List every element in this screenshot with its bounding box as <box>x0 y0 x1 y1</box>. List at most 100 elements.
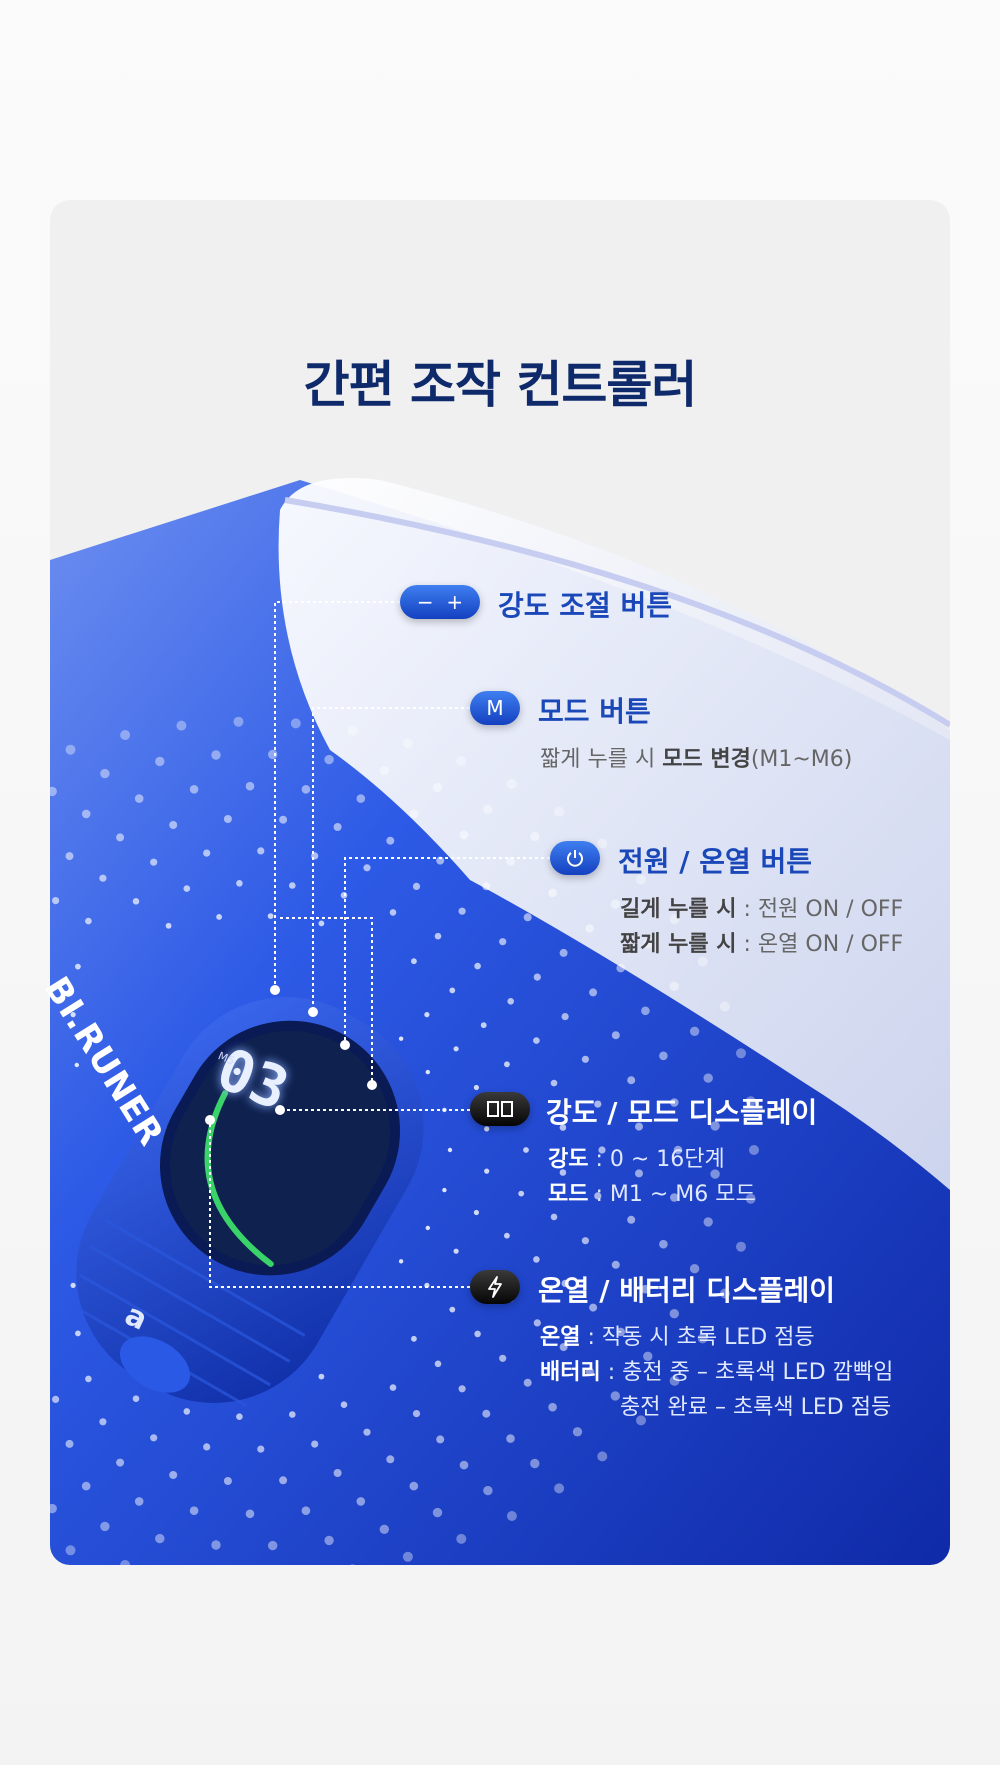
dot <box>530 1458 540 1469</box>
dot <box>635 1122 643 1131</box>
dot <box>363 1428 371 1436</box>
dot <box>268 749 278 760</box>
dot <box>703 1217 713 1227</box>
mode-button-heading: 모드 버튼 <box>538 695 651 728</box>
dot <box>533 1256 540 1263</box>
dot <box>150 858 158 866</box>
dot <box>289 1411 296 1418</box>
dot <box>318 1373 325 1380</box>
battery-desc-charging: 배터리 : 충전 중 – 초록색 LED 깜빡임 <box>540 1360 894 1385</box>
dot <box>616 963 625 973</box>
dot <box>719 1288 730 1299</box>
dot <box>458 1385 466 1393</box>
dot <box>176 720 187 731</box>
dot <box>453 1248 459 1254</box>
heat-desc: 온열 : 작동 시 초록 LED 점등 <box>540 1325 815 1350</box>
dot <box>70 1282 76 1288</box>
dot <box>559 1343 568 1352</box>
dot <box>483 1485 493 1496</box>
dot <box>533 973 541 981</box>
dot <box>449 987 456 994</box>
dot <box>482 882 491 891</box>
dot <box>189 1506 199 1515</box>
dot <box>436 856 445 865</box>
dot <box>745 1193 756 1204</box>
dot <box>456 756 467 767</box>
mode-button-icon: M <box>470 691 520 725</box>
dot <box>134 1497 144 1506</box>
dot <box>473 1209 479 1216</box>
dot <box>183 885 191 892</box>
dot <box>597 1451 608 1462</box>
lightning-icon <box>470 1270 520 1304</box>
dot <box>474 962 481 970</box>
dot <box>333 823 342 831</box>
dot <box>453 1046 459 1052</box>
dot <box>412 1410 421 1418</box>
battery-desc-complete: 충전 완료 – 초록색 LED 점등 <box>620 1395 892 1420</box>
dot <box>506 857 515 866</box>
dot <box>670 1193 679 1202</box>
dot <box>473 1084 479 1091</box>
dot <box>169 821 178 829</box>
dot <box>257 1445 265 1453</box>
dot <box>398 1259 404 1264</box>
dot <box>50 1503 57 1514</box>
dot <box>85 1375 92 1383</box>
dot <box>100 768 110 779</box>
dot <box>279 815 288 824</box>
dot <box>268 1540 278 1551</box>
dot <box>324 1535 334 1546</box>
dot <box>669 1375 680 1386</box>
dot <box>561 1013 569 1021</box>
dot <box>561 1279 569 1287</box>
dot <box>236 880 243 887</box>
dot <box>425 1225 430 1231</box>
dot <box>616 1327 625 1337</box>
dot <box>211 750 221 760</box>
dot <box>504 1061 510 1068</box>
dot <box>594 1100 602 1108</box>
dot <box>389 1384 397 1391</box>
dot <box>499 1354 507 1362</box>
dot <box>223 815 232 823</box>
dot <box>610 1391 620 1401</box>
dot <box>483 804 493 815</box>
dot <box>482 1409 491 1418</box>
massager-inner <box>278 478 950 1190</box>
dot <box>155 756 165 767</box>
mode-button-desc: 짧게 누를 시 모드 변경(M1~M6) <box>540 747 853 772</box>
dot <box>324 754 334 765</box>
dot <box>379 1524 389 1535</box>
dot <box>318 920 325 927</box>
dot <box>589 1303 598 1312</box>
dot <box>670 1098 679 1107</box>
power-button-desc-long: 길게 누를 시 : 전원 ON / OFF <box>620 897 904 922</box>
dot <box>155 1533 165 1544</box>
dot <box>458 907 466 915</box>
dot <box>165 922 172 929</box>
dot <box>550 1079 558 1087</box>
dot <box>589 988 598 997</box>
dot <box>132 1395 140 1402</box>
dot <box>635 1169 643 1178</box>
dot <box>432 1507 443 1518</box>
dot <box>189 785 199 794</box>
dot <box>533 1037 540 1044</box>
dot <box>356 794 366 803</box>
dot <box>183 1408 191 1415</box>
dot <box>559 948 568 957</box>
dot <box>456 1533 467 1544</box>
dot <box>267 913 274 919</box>
dot <box>659 1239 668 1249</box>
dot <box>474 1330 481 1338</box>
dot-pattern <box>50 716 759 1565</box>
dot <box>81 1481 91 1491</box>
intensity-button-icon: − + <box>400 585 480 619</box>
power-button-desc-short: 짧게 누를 시 : 온열 ON / OFF <box>620 932 904 957</box>
dot <box>75 1330 81 1337</box>
display-desc-mode: 모드 : M1 ~ M6 모드 <box>548 1182 756 1207</box>
dot <box>597 838 608 849</box>
dot <box>311 1440 319 1448</box>
